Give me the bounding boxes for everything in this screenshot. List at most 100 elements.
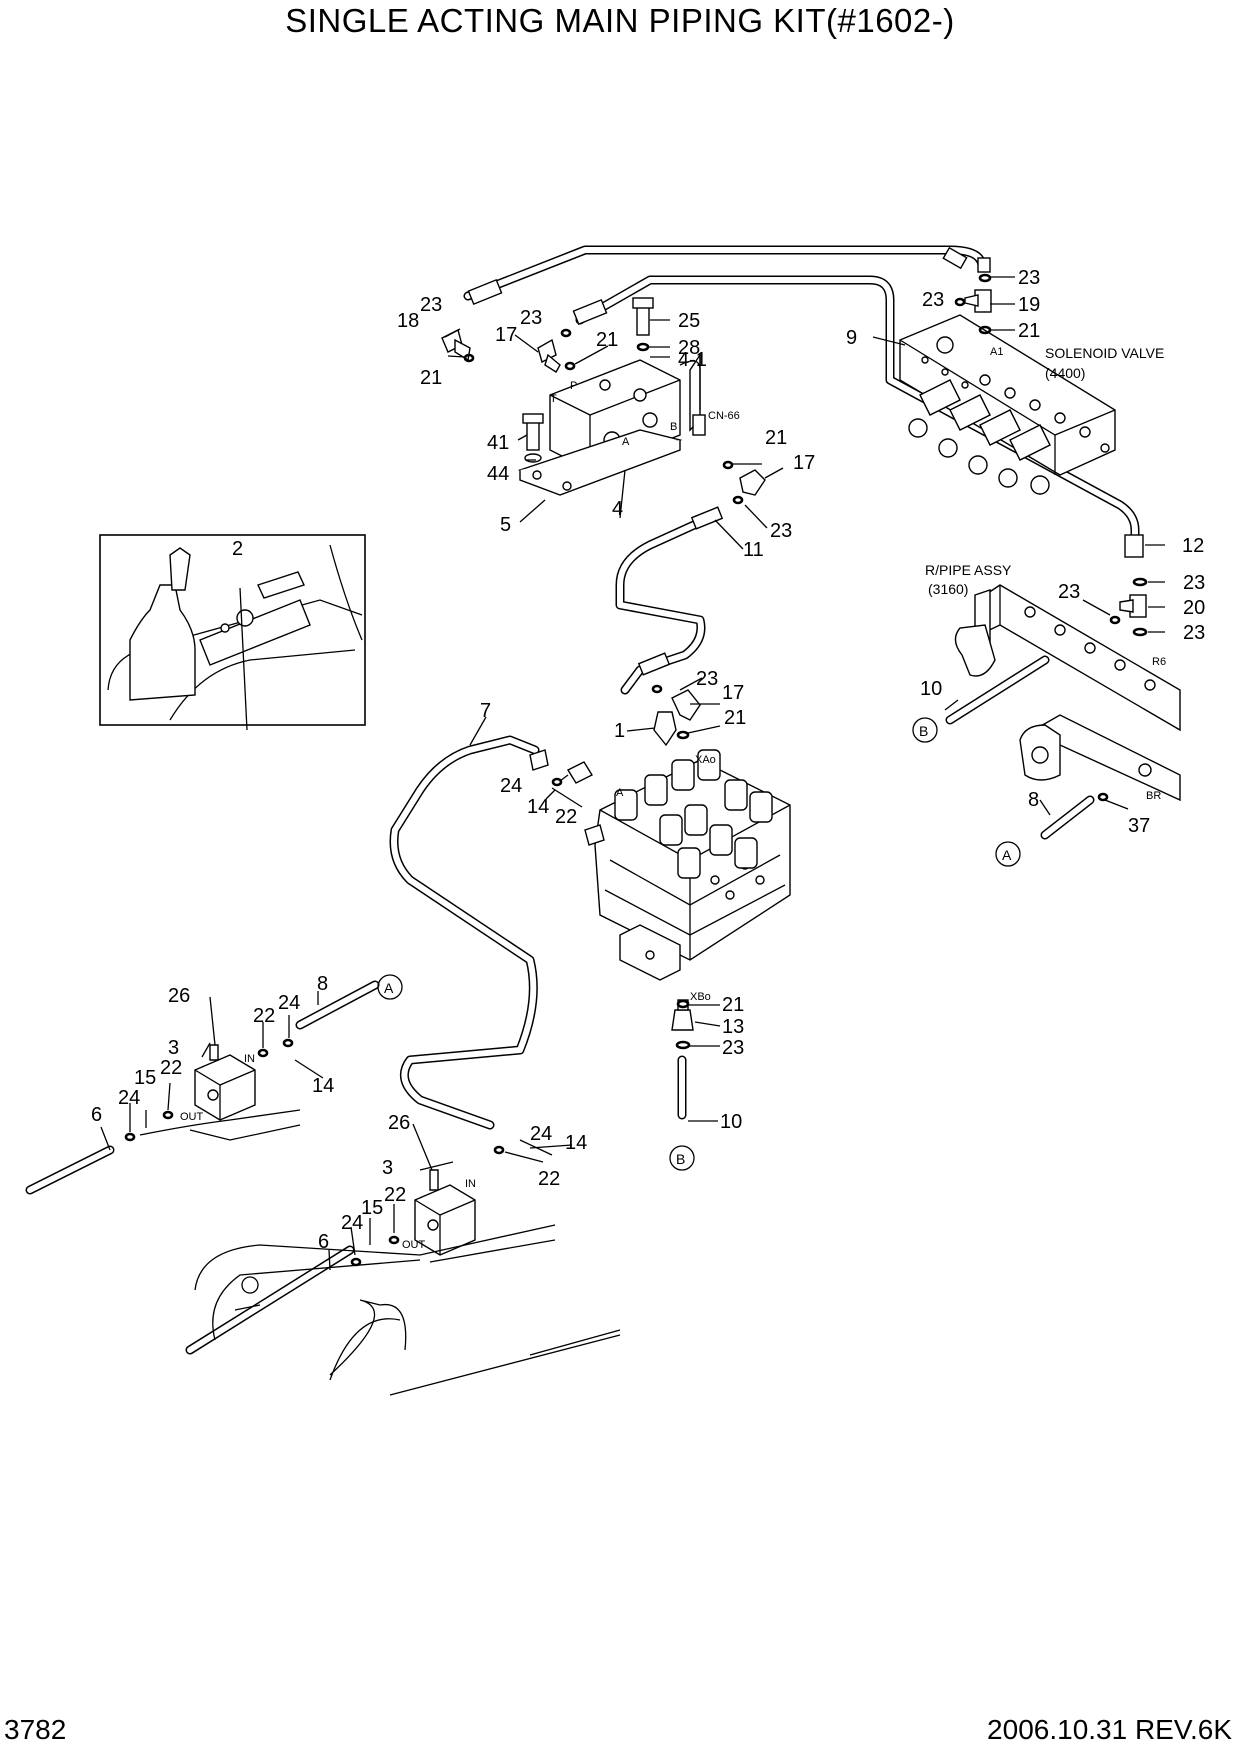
solenoid-valve-4400 [899,314,1116,495]
fitting-19 [964,257,992,313]
callout-7: 7 [480,700,491,722]
ref-b-right: B [919,723,928,739]
hose-6-upper [25,1145,115,1195]
callout-24-e: 24 [341,1212,363,1234]
callout-3-b: 3 [382,1157,393,1179]
callout-24-a: 24 [500,775,522,797]
callout-41: 41 [487,432,509,454]
callout-6-b: 6 [318,1231,329,1253]
ref-circle-b-right: B [912,717,938,743]
ref-circle-b-lower: B [669,1145,695,1171]
callout-21-f: 21 [722,994,744,1016]
pedal-valve-lower [194,1169,621,1396]
page-number: 3782 [4,1714,67,1745]
callout-15-a: 15 [134,1067,156,1089]
callout-17-c: 17 [722,682,744,704]
callout-15-b: 15 [361,1197,383,1219]
callout-22-c: 22 [160,1057,182,1079]
callout-5: 5 [500,514,511,536]
callout-22-a: 22 [555,806,577,828]
port-b-label: B [670,421,677,433]
main-control-valve [584,749,791,981]
callout-23-j: 23 [722,1037,744,1059]
callout-21-b: 21 [596,329,618,351]
hose-10-right [945,655,1050,725]
callout-19: 19 [1018,294,1040,316]
callout-11: 11 [743,539,764,561]
callout-8-b: 8 [317,973,328,995]
callout-14-c: 14 [565,1132,587,1154]
pedal-valve-upper [139,1044,301,1141]
callout-23-e: 23 [770,520,792,542]
callout-6-a: 6 [91,1104,102,1126]
callout-22-d: 22 [538,1168,560,1190]
spool-caps [614,749,773,879]
callout-4: 4 [612,498,623,520]
cn66-label: CN-66 [708,410,740,422]
revision-date: 2006.10.31 REV.6K [987,1714,1232,1745]
callout-18: 18 [397,310,419,332]
callout-23-a: 23 [1018,267,1040,289]
hose-7 [389,735,540,1130]
callout-23-b: 23 [922,289,944,311]
callout-numbers: 23 23 19 21 9 23 18 23 17 21 25 28 4-1 2… [91,267,1205,1253]
port-r6-label: R6 [1152,656,1166,668]
fitting-17-valve [671,689,701,721]
inset-cab-view [99,534,366,726]
solenoid-label-1: SOLENOID VALVE [1045,345,1164,361]
callout-9: 9 [846,327,857,349]
callout-17-b: 17 [793,452,815,474]
port-p-label: P [570,380,577,392]
callout-17-a: 17 [495,324,517,346]
callout-26-b: 26 [388,1112,410,1134]
callout-13: 13 [722,1016,744,1038]
callout-22-b: 22 [253,1005,275,1027]
callout-22-e: 22 [384,1184,406,1206]
callout-21-a: 21 [1018,320,1040,342]
callout-44: 44 [487,463,509,485]
callout-14-a: 14 [527,796,549,818]
callout-21-c: 21 [420,367,442,389]
ref-circle-a-upper: A [377,974,403,1000]
fitting-17-upper [537,338,561,373]
callout-2: 2 [232,538,243,560]
callout-26-a: 26 [168,985,190,1007]
port-a-valve-label: A [616,787,624,799]
port-out-upper-label: OUT [180,1111,204,1123]
rpipe-assy-3160 [954,584,1181,802]
callout-23-h: 23 [1183,622,1205,644]
callout-1: 1 [614,720,625,742]
rpipe-label-1: R/PIPE ASSY [925,562,1012,578]
port-a1-label: A1 [990,346,1003,358]
callout-24-d: 24 [530,1123,552,1145]
callout-23-c: 23 [420,294,442,316]
hose-6-lower [185,1245,355,1355]
fitting-1 [653,711,677,747]
callout-21-e: 21 [724,707,746,729]
ref-b-lower: B [676,1151,685,1167]
fitting-14-24-valve [529,749,593,784]
pilot-block-4 [517,352,706,496]
callout-21-d: 21 [765,427,787,449]
callout-23-d: 23 [520,307,542,329]
callout-24-b: 24 [278,992,300,1014]
port-br-label: BR [1146,790,1161,802]
ref-a-upper: A [384,980,394,996]
port-a-block-label: A [622,436,630,448]
o-rings [124,273,1148,1267]
callout-12: 12 [1182,535,1204,557]
hose-11 [615,515,710,695]
fitting-17-right [739,469,766,496]
hose-9-connectors [467,246,1144,676]
ref-a-right: A [1002,847,1012,863]
page-title: SINGLE ACTING MAIN PIPING KIT(#1602-) [285,2,955,39]
callout-8-a: 8 [1028,789,1039,811]
callout-10-a: 10 [920,678,942,700]
callout-10-b: 10 [720,1111,742,1133]
hose-8-upper [295,980,380,1030]
port-t-label: T [550,393,557,405]
callout-4-1: 4-1 [678,349,707,371]
callout-23-i: 23 [696,668,718,690]
callout-25: 25 [678,310,700,332]
